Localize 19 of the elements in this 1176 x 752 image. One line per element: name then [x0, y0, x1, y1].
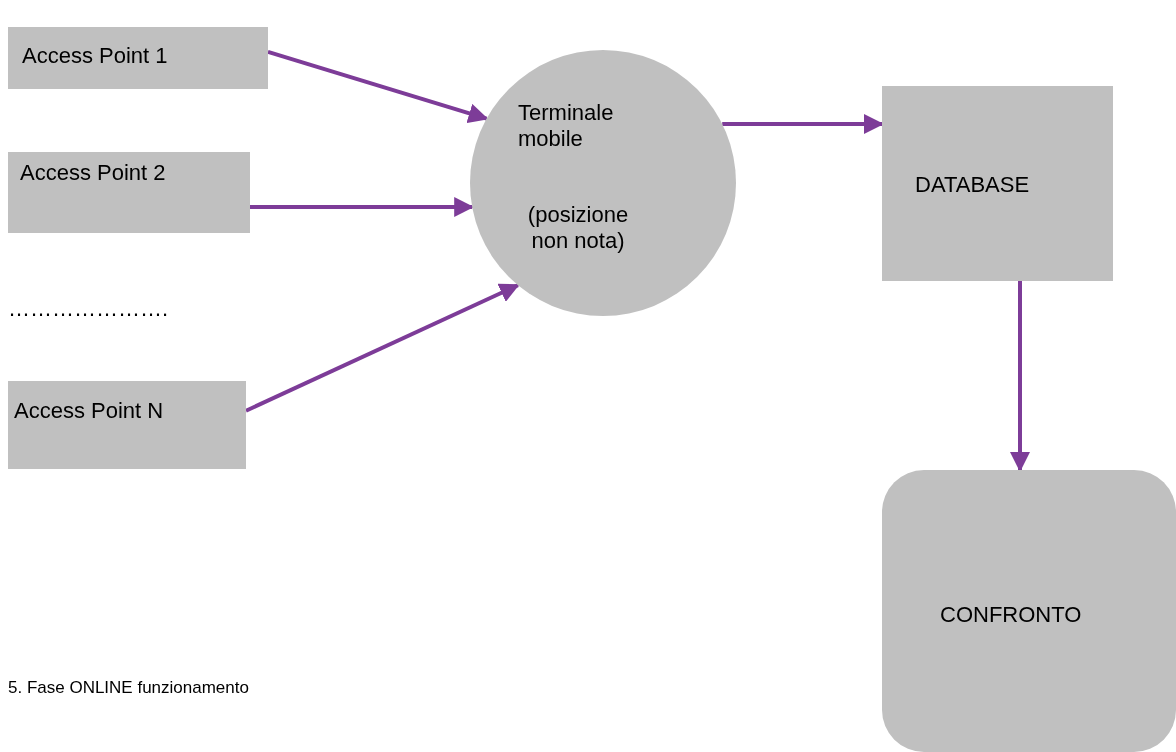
node-label: Access Point 2	[20, 160, 166, 186]
arrow	[722, 114, 884, 134]
terminal-circle	[470, 50, 736, 316]
node-label: CONFRONTO	[940, 602, 1082, 628]
process-box	[8, 381, 246, 469]
caption-text: 5. Fase ONLINE funzionamento	[8, 678, 249, 698]
rounded-box	[882, 470, 1176, 752]
node-label: DATABASE	[915, 172, 1030, 198]
arrow	[245, 283, 520, 413]
process-box	[882, 86, 1113, 281]
node-label: Access Point 1	[22, 43, 168, 69]
process-box	[8, 152, 250, 233]
ellipsis-separator: ………………….	[8, 296, 169, 322]
arrow	[1010, 281, 1030, 472]
node-label: Access Point N	[14, 398, 164, 424]
process-box	[8, 27, 268, 89]
node-label: Terminale mobile	[518, 100, 615, 152]
arrow	[267, 49, 489, 123]
node-label: (posizione non nota)	[526, 202, 630, 254]
